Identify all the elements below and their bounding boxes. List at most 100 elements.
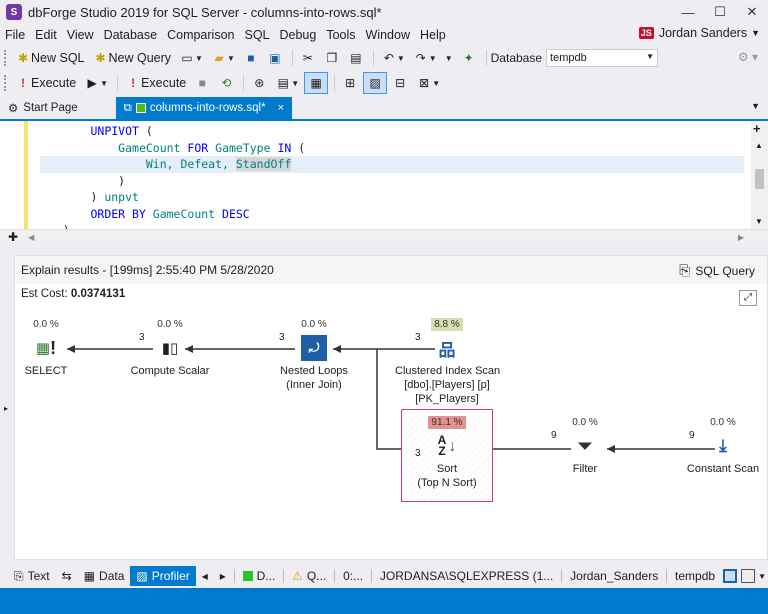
menu-debug[interactable]: Debug <box>279 28 317 42</box>
plan-node-compute-scalar[interactable]: 0.0 % 3 ▮▯ Compute Scalar <box>130 319 210 377</box>
document-tabs: ⚙ Start Page ⧉ columns-into-rows.sql* × … <box>0 95 768 119</box>
scroll-right-icon[interactable]: ▶ <box>737 232 744 242</box>
code-line: ) <box>42 222 744 229</box>
toolbar-separator <box>372 50 374 66</box>
previous-view-button[interactable]: ◂ <box>196 566 214 586</box>
parse-icon: ⊛ <box>254 76 265 90</box>
fit-to-window-icon[interactable]: ⤢ <box>739 290 757 306</box>
minimize-button[interactable]: — <box>681 4 695 20</box>
scrollbar-thumb[interactable] <box>755 169 764 189</box>
format-button[interactable]: ▤▼ <box>272 72 302 94</box>
profiler-view-button[interactable]: ▨ Profiler <box>130 566 196 586</box>
save-button[interactable]: ■ <box>240 47 262 69</box>
plan-node-constant-scan[interactable]: 0.0 % 9 ⤓ Constant Scan <box>686 417 760 475</box>
menu-edit[interactable]: Edit <box>35 28 57 42</box>
status-warning[interactable]: ⚠ Q... <box>292 569 327 583</box>
scroll-down-icon[interactable]: ▼ <box>755 217 763 226</box>
layout-toggle-button[interactable] <box>721 566 739 586</box>
editor-horizontal-scrollbar[interactable]: ✚ ◀ ▶ <box>0 229 768 244</box>
status-separator <box>666 569 668 583</box>
user-account[interactable]: JS Jordan Sanders ▼ <box>638 26 760 40</box>
next-view-button[interactable]: ▸ <box>214 566 232 586</box>
maximize-button[interactable]: ☐ <box>714 4 726 19</box>
clustered-index-scan-icon: 品 <box>438 340 456 360</box>
plan-button[interactable]: ⊟ <box>389 72 411 94</box>
title-bar: S dbForge Studio 2019 for SQL Server - c… <box>0 0 768 24</box>
panel-toggle-button[interactable]: ▼ <box>739 566 768 586</box>
menu-view[interactable]: View <box>66 28 94 42</box>
chevron-down-icon: ▼ <box>758 571 766 581</box>
scroll-up-icon[interactable]: ▲ <box>755 141 763 150</box>
arrow-head <box>607 445 615 453</box>
cut-button[interactable]: ✂ <box>297 47 319 69</box>
parse-button[interactable]: ⊛ <box>248 72 270 94</box>
open-button[interactable]: ▰▼ <box>208 47 238 69</box>
toolbar-grip[interactable] <box>4 75 8 91</box>
sql-editor[interactable]: UNPIVOT ( GameCount FOR GameType IN ( Wi… <box>0 119 768 229</box>
scroll-left-icon[interactable]: ◀ <box>28 232 35 242</box>
execute-options-button[interactable]: ▶▼ <box>81 72 111 94</box>
menu-help[interactable]: Help <box>420 28 446 42</box>
chevron-down-icon: ▼ <box>646 52 655 61</box>
new-item-dropdown[interactable]: ▭▼ <box>176 47 206 69</box>
toolbar-separator <box>243 75 245 91</box>
chevron-down-icon: ▼ <box>100 78 109 88</box>
close-tab-icon[interactable]: × <box>277 102 284 114</box>
grid-icon: ▦ <box>310 76 322 90</box>
arrow-head <box>185 345 193 353</box>
plan-node-nested-loops[interactable]: 0.0 % 3 ⤾ Nested Loops (Inner Join) <box>279 319 348 391</box>
sql-query-button[interactable]: ⎘ SQL Query <box>679 262 755 279</box>
customize-button[interactable]: ▼ <box>442 47 456 69</box>
tab-columns-into-rows[interactable]: ⧉ columns-into-rows.sql* × <box>115 97 292 119</box>
save-all-button[interactable]: ▣ <box>264 47 286 69</box>
tab-list-dropdown-icon[interactable]: ▼ <box>751 101 760 111</box>
close-window-button[interactable]: ✕ <box>746 4 758 19</box>
toolbar-separator <box>117 75 119 91</box>
copy-button[interactable]: ❐ <box>321 47 343 69</box>
grid-view-toggle[interactable]: ▦ <box>304 72 329 94</box>
split-horizontal-icon[interactable]: ✚ <box>8 230 19 244</box>
toolbar-grip[interactable] <box>4 50 8 66</box>
data-view-button[interactable]: ▦ Data <box>83 569 125 583</box>
est-cost-label: Est Cost: <box>21 288 68 300</box>
chevron-down-icon: ▼ <box>226 53 235 63</box>
undo-button[interactable]: ↶▼ <box>378 47 408 69</box>
execute-current-button[interactable]: ! Execute <box>122 72 189 94</box>
toolbar-separator <box>334 75 336 91</box>
chevron-right-icon: ▸ <box>219 569 226 583</box>
layout-button[interactable]: ⊞ <box>339 72 361 94</box>
plan-node-select[interactable]: 0.0 % ▦! SELECT <box>24 319 68 377</box>
text-view-button[interactable]: ⎘ Text <box>14 568 50 584</box>
stop-button[interactable]: ■ <box>191 72 213 94</box>
menu-window[interactable]: Window <box>365 28 410 42</box>
menu-database[interactable]: Database <box>103 28 158 42</box>
settings-icon[interactable]: ⚙ ▾ <box>737 50 758 64</box>
more-tools-button[interactable]: ⊠▼ <box>413 72 443 94</box>
side-panel-expand-icon[interactable]: ▸ <box>4 404 9 413</box>
code-area[interactable]: UNPIVOT ( GameCount FOR GameType IN ( Wi… <box>40 123 744 229</box>
paste-button[interactable]: ▤ <box>345 47 367 69</box>
redo-button[interactable]: ↷▼ <box>410 47 440 69</box>
editor-vertical-scrollbar[interactable]: + ▲ ▼ <box>751 121 768 229</box>
plan-header-text: Explain results - [199ms] 2:55:40 PM 5/2… <box>21 263 274 277</box>
plan-node-filter[interactable]: 0.0 % 9 ⏷ Filter <box>551 417 598 475</box>
chevron-down-icon: ▼ <box>751 28 760 38</box>
history-button[interactable]: ⟲ <box>215 72 237 94</box>
menu-file[interactable]: File <box>5 28 26 42</box>
tab-start-page-label: Start Page <box>23 102 78 114</box>
menu-tools[interactable]: Tools <box>326 28 356 42</box>
menu-sql[interactable]: SQL <box>244 28 270 42</box>
menu-comparison[interactable]: Comparison <box>167 28 235 42</box>
connect-button[interactable]: ✦ <box>458 47 480 69</box>
new-query-button[interactable]: ✱ New Query <box>90 47 175 69</box>
split-editor-icon[interactable]: + <box>753 121 761 136</box>
swap-button[interactable]: ⇆ <box>56 566 78 586</box>
execute-icon: ! <box>21 76 25 90</box>
plan-node-clustered-index-scan[interactable]: 8.8 % 3 品 Clustered Index Scan [dbo].[Pl… <box>395 318 501 405</box>
database-select[interactable]: tempdb ▼ <box>546 49 659 67</box>
tab-start-page[interactable]: ⚙ Start Page <box>0 97 86 119</box>
execute-button[interactable]: ! Execute <box>12 72 79 94</box>
new-sql-button[interactable]: ✱ New SQL <box>12 47 88 69</box>
profiler-toggle[interactable]: ▨ <box>363 72 388 94</box>
